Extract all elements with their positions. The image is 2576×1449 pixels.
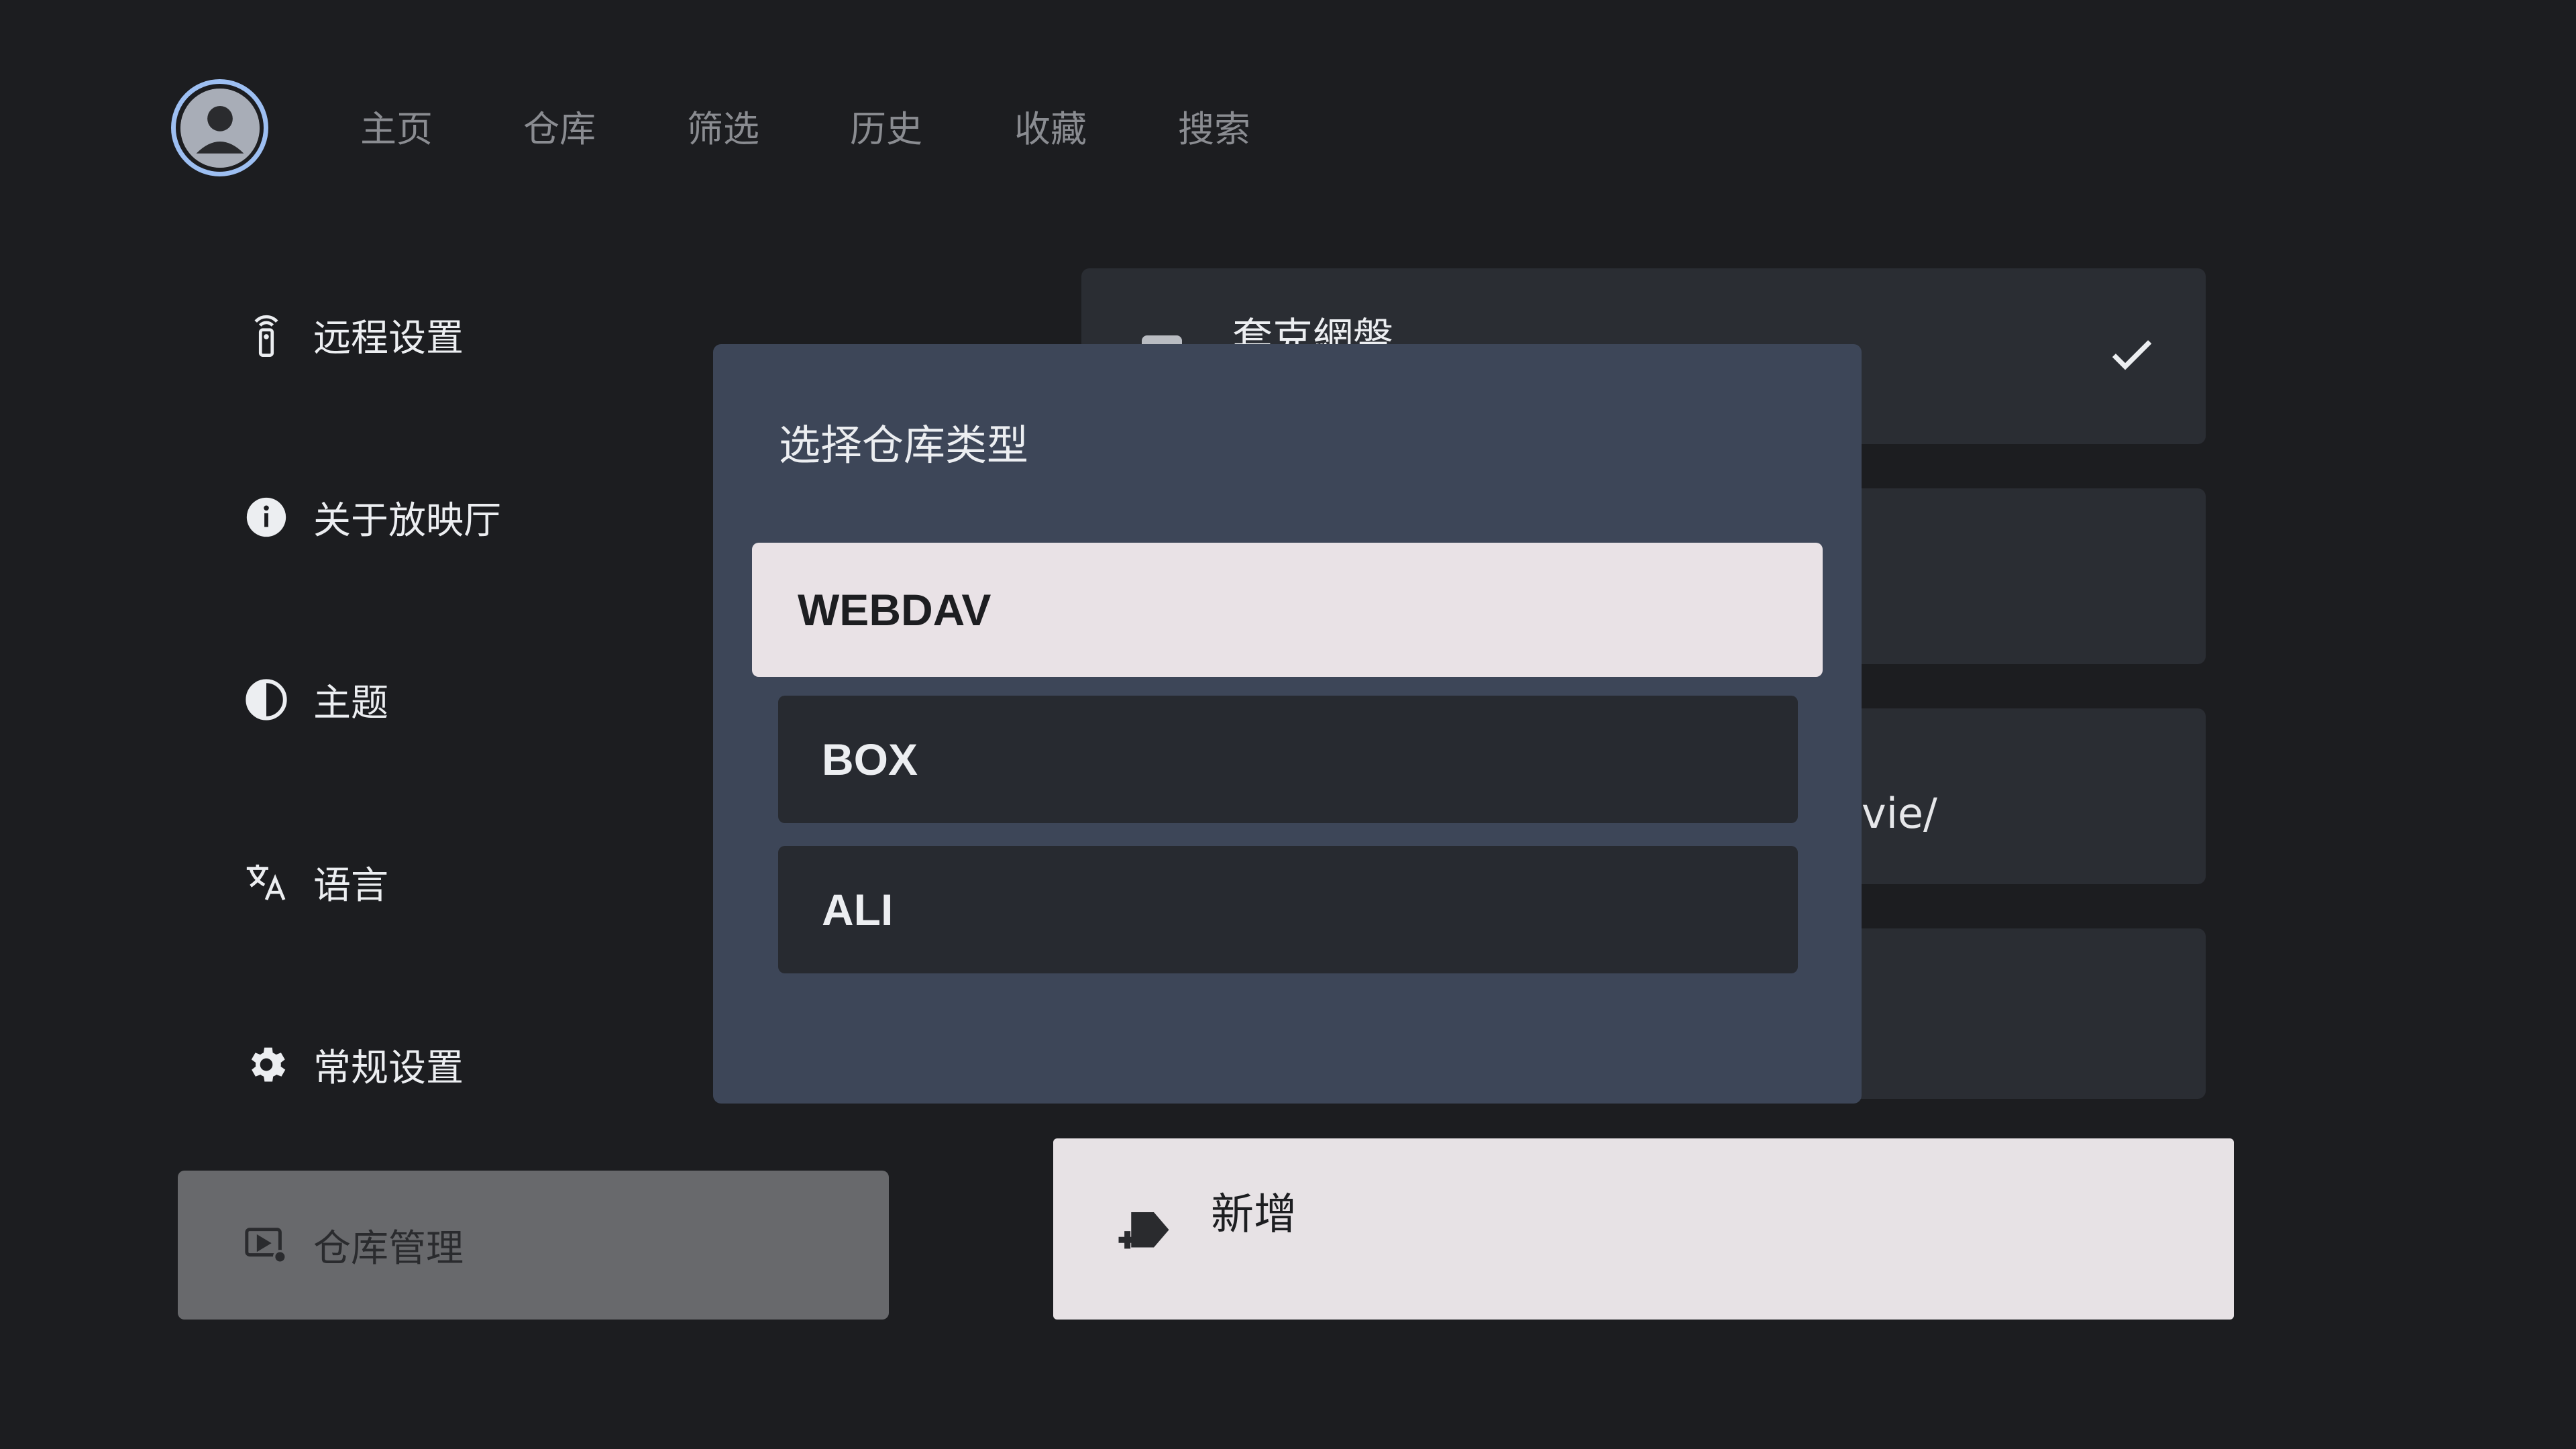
tab-favorites[interactable]: 收藏 [1014, 108, 1087, 150]
user-icon [180, 88, 260, 168]
translate-icon [239, 855, 293, 909]
repository-path: vie/ [1862, 789, 1937, 838]
gear-icon [239, 1038, 293, 1091]
option-ali[interactable]: ALI [778, 846, 1798, 973]
avatar[interactable] [171, 79, 268, 176]
check-icon [2112, 340, 2152, 370]
sidebar-item-remote-settings[interactable]: 远程设置 [178, 260, 889, 409]
sidebar-item-language[interactable]: 语言 [178, 808, 889, 957]
tab-filter[interactable]: 筛选 [687, 108, 759, 150]
add-repository-label: 新增 [1211, 1190, 1297, 1240]
sidebar-item-repository-management[interactable]: 仓库管理 [178, 1171, 889, 1320]
info-icon [239, 490, 293, 544]
remote-icon [239, 308, 293, 362]
repository-settings-icon [239, 1218, 293, 1272]
theme-icon [239, 673, 293, 727]
option-box[interactable]: BOX [778, 696, 1798, 823]
add-repository-button[interactable]: 新增 [1053, 1138, 2234, 1320]
repository-type-dialog: 选择仓库类型 WEBDAV BOX ALI [713, 344, 1862, 1104]
tab-search[interactable]: 搜索 [1178, 108, 1250, 150]
sidebar-item-general-settings[interactable]: 常规设置 [178, 990, 889, 1139]
sidebar-item-label: 关于放映厅 [313, 498, 501, 543]
sidebar-item-label: 仓库管理 [313, 1226, 464, 1271]
sidebar-item-label: 主题 [313, 681, 388, 725]
sidebar-item-label: 远程设置 [313, 316, 464, 360]
sidebar-item-about[interactable]: 关于放映厅 [178, 443, 889, 592]
tab-history[interactable]: 历史 [850, 108, 922, 150]
sidebar-item-label: 语言 [313, 863, 388, 908]
tab-home[interactable]: 主页 [360, 108, 433, 150]
sidebar-item-theme[interactable]: 主题 [178, 625, 889, 774]
sidebar-item-label: 常规设置 [313, 1046, 464, 1090]
add-repository-icon [1118, 1212, 1169, 1249]
tab-repository[interactable]: 仓库 [523, 108, 596, 150]
option-webdav[interactable]: WEBDAV [752, 543, 1823, 677]
dialog-title: 选择仓库类型 [779, 421, 1029, 470]
